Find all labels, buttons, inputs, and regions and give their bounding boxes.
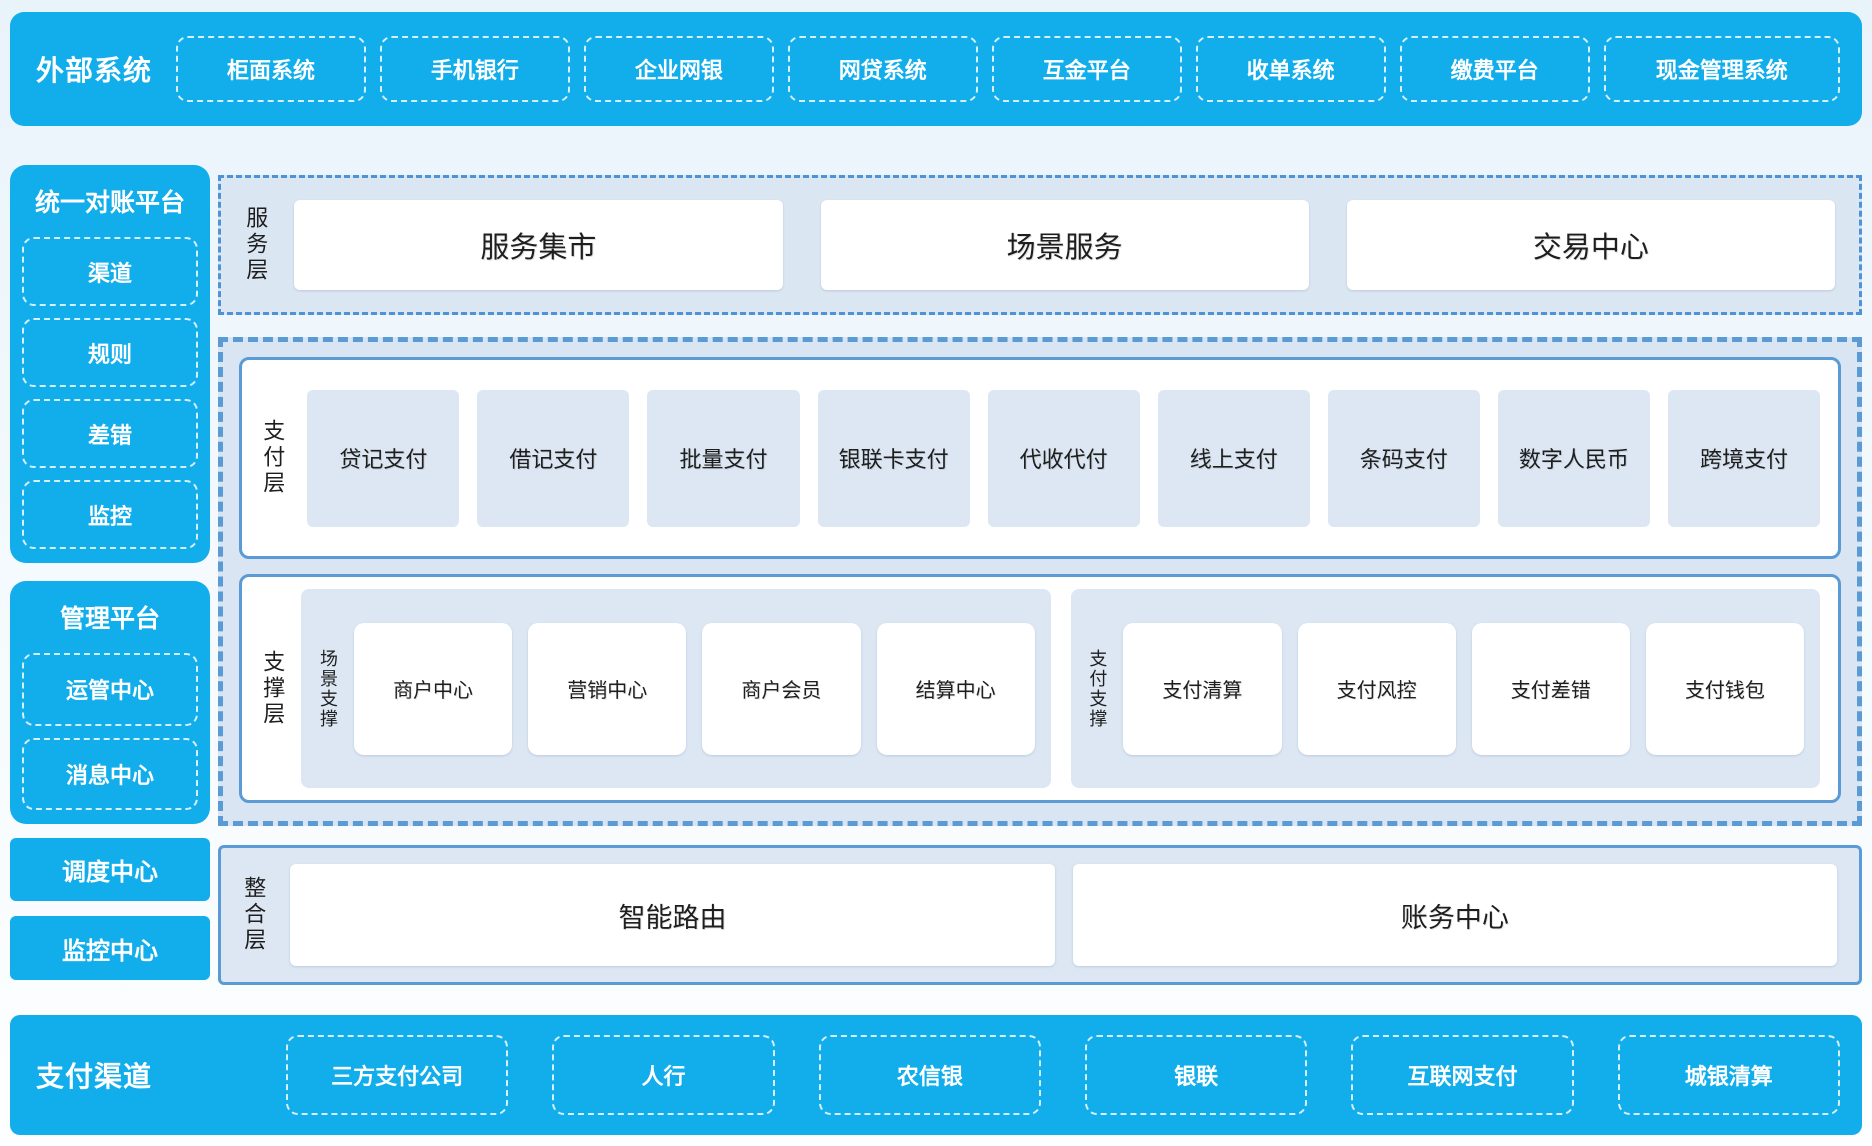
channel-box: 城银清算 xyxy=(1617,1035,1840,1115)
support-layer: 支撑层 场景支撑 商户中心 营销中心 商户会员 结算中心 支付支撑 支付清算 xyxy=(239,574,1841,803)
dispatch-center-box: 调度中心 xyxy=(10,838,210,901)
pay-support-box: 支付钱包 xyxy=(1645,622,1805,755)
external-system-box: 手机银行 xyxy=(379,36,570,102)
service-layer-label: 服务层 xyxy=(243,206,269,284)
scene-support-box: 商户会员 xyxy=(702,622,861,755)
payment-channels-items: 三方支付公司 人行 农信银 银联 互联网支付 城银清算 xyxy=(286,1035,1840,1115)
payment-box: 条码支付 xyxy=(1327,389,1480,527)
mgmt-platform-card: 管理平台 运管中心 消息中心 xyxy=(10,581,210,824)
pay-support-box: 支付风控 xyxy=(1297,622,1456,755)
external-system-box: 收单系统 xyxy=(1195,36,1386,102)
integration-box: 智能路由 xyxy=(290,864,1055,966)
channel-box: 农信银 xyxy=(818,1035,1041,1115)
integration-layer: 整合层 智能路由 账务中心 xyxy=(218,845,1862,985)
support-layer-label: 支撑层 xyxy=(260,649,286,728)
pay-support-label: 支付支撑 xyxy=(1087,648,1108,729)
integration-box: 账务中心 xyxy=(1072,864,1838,966)
payment-box: 跨境支付 xyxy=(1667,389,1820,527)
external-systems-bar: 外部系统 柜面系统 手机银行 企业网银 网贷系统 互金平台 收单系统 缴费平台 … xyxy=(10,12,1862,126)
payment-layer-items: 贷记支付 借记支付 批量支付 银联卡支付 代收代付 线上支付 条码支付 数字人民… xyxy=(307,389,1820,527)
service-box: 场景服务 xyxy=(820,200,1309,290)
payment-channels-title: 支付渠道 xyxy=(36,1061,153,1092)
pay-support-box: 支付清算 xyxy=(1123,622,1282,755)
channel-box: 银联 xyxy=(1084,1035,1308,1115)
payment-box: 批量支付 xyxy=(647,389,800,527)
recon-item: 规则 xyxy=(22,318,198,387)
scene-support-box: 结算中心 xyxy=(876,622,1035,755)
external-system-box: 网贷系统 xyxy=(787,36,978,102)
service-box: 服务集市 xyxy=(294,200,783,290)
external-system-box: 现金管理系统 xyxy=(1603,36,1840,102)
integration-layer-items: 智能路由 账务中心 xyxy=(290,864,1838,966)
pay-support-group: 支付支撑 支付清算 支付风控 支付差错 支付钱包 xyxy=(1070,589,1821,788)
payment-layer: 支付层 贷记支付 借记支付 批量支付 银联卡支付 代收代付 线上支付 条码支付 … xyxy=(239,357,1841,559)
channel-box: 互联网支付 xyxy=(1351,1035,1574,1115)
external-systems-items: 柜面系统 手机银行 企业网银 网贷系统 互金平台 收单系统 缴费平台 现金管理系… xyxy=(176,36,1840,102)
pay-support-box: 支付差错 xyxy=(1471,622,1630,755)
left-sidebar: 统一对账平台 渠道 规则 差错 监控 管理平台 运管中心 消息中心 调度中心 监… xyxy=(10,165,210,985)
external-system-box: 缴费平台 xyxy=(1399,36,1590,102)
scene-support-box: 营销中心 xyxy=(528,622,687,755)
support-layer-groups: 场景支撑 商户中心 营销中心 商户会员 结算中心 支付支撑 支付清算 支付风控 … xyxy=(301,589,1821,788)
payment-channels-bar: 支付渠道 三方支付公司 人行 农信银 银联 互联网支付 城银清算 xyxy=(10,1015,1862,1135)
main-architecture: 服务层 服务集市 场景服务 交易中心 支付层 贷记支付 借记支付 批量支付 银联… xyxy=(218,175,1862,985)
external-system-box: 互金平台 xyxy=(991,36,1182,102)
recon-item: 差错 xyxy=(22,399,198,468)
recon-platform-card: 统一对账平台 渠道 规则 差错 监控 xyxy=(10,165,210,563)
channel-box: 三方支付公司 xyxy=(286,1035,509,1115)
scene-support-box: 商户中心 xyxy=(353,622,513,755)
recon-platform-title: 统一对账平台 xyxy=(34,189,185,217)
payment-box: 代收代付 xyxy=(987,389,1140,527)
external-system-box: 企业网银 xyxy=(583,36,774,102)
payment-box: 贷记支付 xyxy=(307,389,460,527)
service-layer-items: 服务集市 场景服务 交易中心 xyxy=(294,200,1835,290)
channel-box: 人行 xyxy=(552,1035,775,1115)
payment-box: 银联卡支付 xyxy=(817,389,970,527)
payment-box: 借记支付 xyxy=(477,389,630,527)
payment-support-wrapper: 支付层 贷记支付 借记支付 批量支付 银联卡支付 代收代付 线上支付 条码支付 … xyxy=(218,337,1862,826)
payment-layer-label: 支付层 xyxy=(260,419,286,497)
mgmt-item: 运管中心 xyxy=(22,653,198,726)
recon-item: 渠道 xyxy=(22,237,198,306)
service-box: 交易中心 xyxy=(1346,200,1835,290)
recon-item: 监控 xyxy=(22,480,198,549)
middle-region: 统一对账平台 渠道 规则 差错 监控 管理平台 运管中心 消息中心 调度中心 监… xyxy=(10,165,1862,985)
external-systems-title: 外部系统 xyxy=(36,55,153,86)
mgmt-platform-title: 管理平台 xyxy=(59,605,160,633)
monitor-center-box: 监控中心 xyxy=(10,916,210,980)
scene-support-label: 场景支撑 xyxy=(317,648,338,729)
payment-box: 数字人民币 xyxy=(1497,389,1650,527)
payment-box: 线上支付 xyxy=(1157,389,1310,527)
scene-support-group: 场景支撑 商户中心 营销中心 商户会员 结算中心 xyxy=(301,589,1051,788)
service-layer: 服务层 服务集市 场景服务 交易中心 xyxy=(218,175,1862,315)
integration-layer-label: 整合层 xyxy=(241,876,267,954)
mgmt-item: 消息中心 xyxy=(22,737,198,810)
external-system-box: 柜面系统 xyxy=(176,36,366,102)
